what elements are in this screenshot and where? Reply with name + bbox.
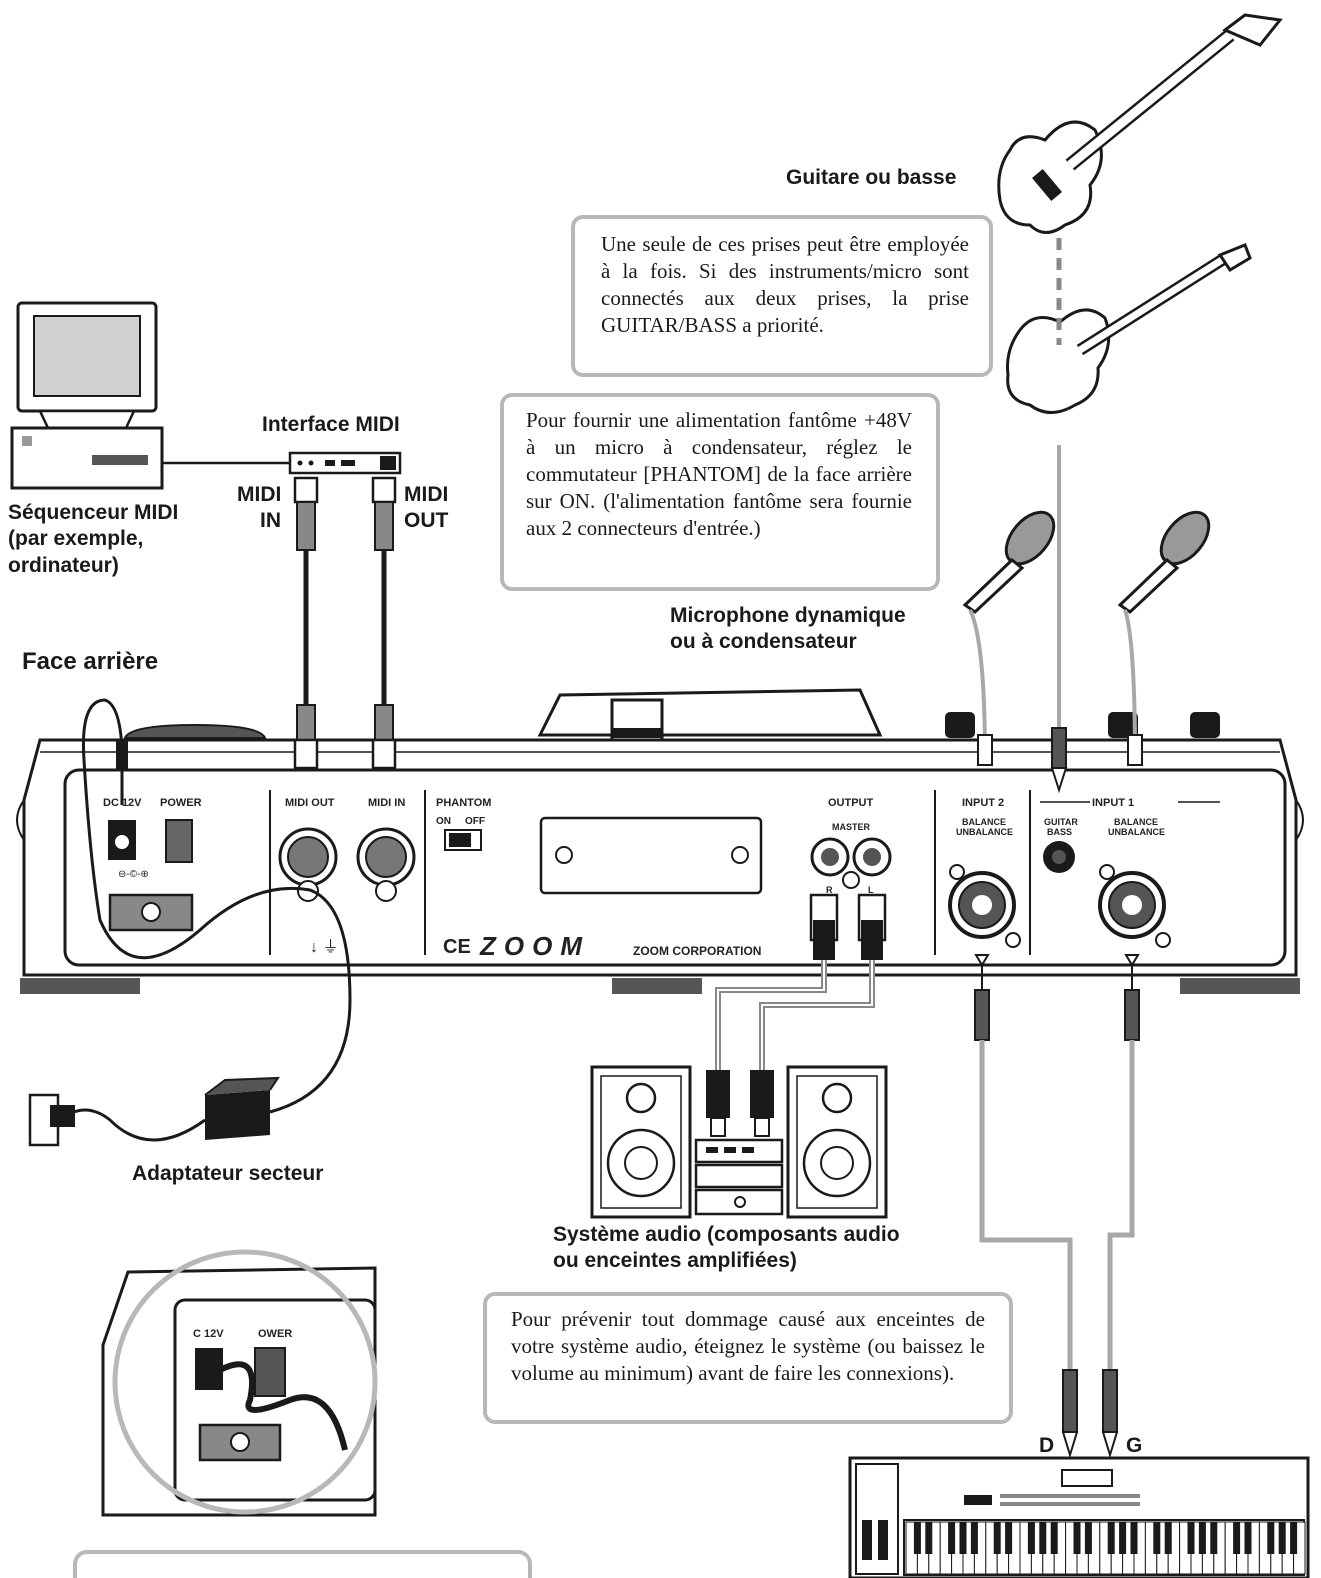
panel-phantom-label: PHANTOM xyxy=(436,797,491,809)
ce-mark: CE xyxy=(443,936,471,958)
panel-input1-label: INPUT 1 xyxy=(1092,797,1134,809)
black-key xyxy=(1244,1522,1252,1554)
microphone-label: Microphone dynamique ou à condensateur xyxy=(670,604,906,654)
keyboard-keys xyxy=(905,1521,1306,1575)
black-key xyxy=(1130,1522,1138,1554)
black-key xyxy=(1210,1522,1218,1554)
panel-off-label: OFF xyxy=(465,816,485,827)
panel-bass-label: BASS xyxy=(1047,827,1072,837)
black-key xyxy=(1027,1522,1035,1554)
power-detail-zoom: C 12V OWER xyxy=(101,1249,378,1517)
panel-midi-out-label: MIDI OUT xyxy=(285,797,335,809)
keyboard-cables xyxy=(974,954,1140,1459)
black-key xyxy=(1119,1522,1127,1554)
note-inputs: Une seule de ces prises peut être employ… xyxy=(571,215,993,377)
guitar-illustrations xyxy=(997,13,1283,414)
ground-symbol: ↓ ⏚ xyxy=(310,938,338,956)
black-key xyxy=(1084,1522,1092,1554)
black-key xyxy=(1278,1522,1286,1554)
black-key xyxy=(925,1522,933,1554)
black-key xyxy=(1107,1522,1115,1554)
panel-midi-in-label: MIDI IN xyxy=(368,797,405,809)
zoom-power-label: OWER xyxy=(258,1328,292,1340)
black-key xyxy=(970,1522,978,1554)
power-adapter-cable xyxy=(28,698,352,1147)
panel-output-label: OUTPUT xyxy=(828,797,874,809)
black-key xyxy=(1198,1522,1206,1554)
polarity-symbol: ⊖-©-⊕ xyxy=(118,869,149,880)
rear-panel-label: Face arrière xyxy=(22,648,159,675)
panel-balance2-label: BALANCE xyxy=(962,817,1006,827)
panel-unbalance2-label: UNBALANCE xyxy=(956,827,1013,837)
panel-input2-label: INPUT 2 xyxy=(962,797,1004,809)
panel-unbalance1-label: UNBALANCE xyxy=(1108,827,1165,837)
sequencer-label: Séquenceur MIDI (par exemple, ordinateur… xyxy=(8,501,179,577)
brand-logo: ZOOM xyxy=(479,931,590,961)
midi-out-label: MIDI OUT xyxy=(404,483,449,533)
panel-r-label: R xyxy=(826,885,833,895)
right-channel-label: D xyxy=(1039,1434,1055,1457)
audio-system-label: Système audio (composants audio ou encei… xyxy=(553,1223,900,1273)
panel-master-label: MASTER xyxy=(832,822,871,832)
note-speakers-text: Pour prévenir tout dommage causé aux enc… xyxy=(511,1307,985,1385)
panel-guitar-label: GUITAR xyxy=(1044,817,1078,827)
panel-power-label: POWER xyxy=(160,797,202,809)
black-key xyxy=(1233,1522,1241,1554)
panel-l-label: L xyxy=(868,885,874,895)
black-key xyxy=(1164,1522,1172,1554)
black-key xyxy=(993,1522,1001,1554)
audio-system-illustration xyxy=(590,1065,888,1219)
black-key xyxy=(1073,1522,1081,1554)
left-channel-label: G xyxy=(1126,1434,1143,1457)
black-key xyxy=(1187,1522,1195,1554)
black-key xyxy=(1050,1522,1058,1554)
panel-on-label: ON xyxy=(436,816,451,827)
black-key xyxy=(1039,1522,1047,1554)
black-key xyxy=(959,1522,967,1554)
midi-in-label: MIDI IN xyxy=(237,483,282,533)
midi-cables xyxy=(293,476,397,770)
note-phantom: Pour fournir une alimentation fantôme +4… xyxy=(500,393,940,591)
panel-balance1-label: BALANCE xyxy=(1114,817,1158,827)
black-key xyxy=(1153,1522,1161,1554)
zoom-dc-label: C 12V xyxy=(193,1328,224,1340)
note-speakers: Pour prévenir tout dommage causé aux enc… xyxy=(483,1292,1013,1424)
computer-illustration xyxy=(10,301,164,490)
device-rear-panel: ⊖-©-⊕ ↓ ⏚ xyxy=(16,688,1304,994)
detail-caption-box xyxy=(73,1550,532,1578)
guitar-label: Guitare ou basse xyxy=(786,166,957,189)
black-key xyxy=(948,1522,956,1554)
midi-interface-illustration xyxy=(288,451,402,475)
black-key xyxy=(1005,1522,1013,1554)
black-key xyxy=(1290,1522,1298,1554)
midi-interface-label: Interface MIDI xyxy=(262,413,400,436)
ac-adapter-label: Adaptateur secteur xyxy=(132,1162,324,1185)
microphone-illustrations xyxy=(962,510,1211,614)
black-key xyxy=(1267,1522,1275,1554)
panel-corp-label: ZOOM CORPORATION xyxy=(633,944,761,958)
note-inputs-text: Une seule de ces prises peut être employ… xyxy=(601,232,969,337)
note-phantom-text: Pour fournir une alimentation fantôme +4… xyxy=(526,408,912,540)
output-cables xyxy=(706,893,887,1137)
keyboard-illustration xyxy=(848,1456,1310,1578)
black-key xyxy=(913,1522,921,1554)
